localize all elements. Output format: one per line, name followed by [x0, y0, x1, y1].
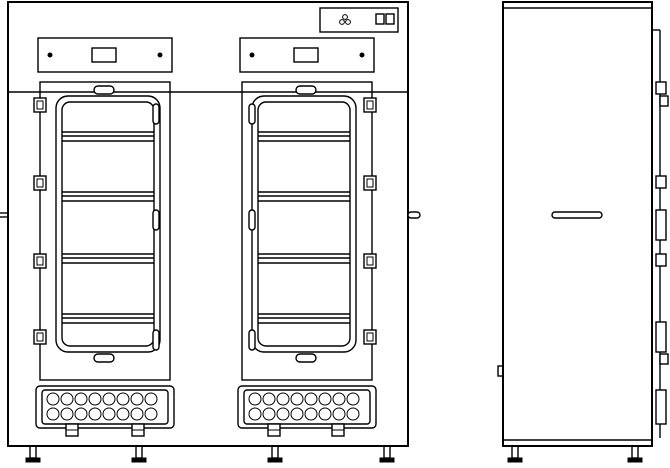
- left-door-latches: [152, 103, 160, 351]
- side-door-profile: [652, 29, 669, 438]
- left-door-frame: [39, 81, 171, 381]
- left-display-panel: [37, 37, 173, 73]
- left-door-hinges: [33, 97, 47, 345]
- left-door-window-inner: [61, 101, 155, 347]
- right-display-panel: [239, 37, 375, 73]
- front-view: [0, 1, 421, 463]
- control-panel-icon: [319, 7, 399, 33]
- left-door-window-outer: [55, 95, 161, 353]
- right-door-frame: [241, 81, 373, 381]
- left-vent-grille: [35, 385, 175, 437]
- front-feet: [25, 445, 395, 463]
- right-door-hinges: [363, 97, 377, 345]
- right-door-bottom-handle: [295, 353, 317, 363]
- right-door-window-inner: [257, 101, 351, 347]
- left-door-shelves: [62, 131, 154, 324]
- left-door: [33, 37, 175, 437]
- side-view: [497, 1, 669, 463]
- side-body: [502, 1, 653, 447]
- left-door-top-handle: [93, 85, 115, 95]
- right-door-top-handle: [295, 85, 317, 95]
- right-door: [237, 37, 377, 437]
- side-handle: [551, 211, 603, 219]
- hazard-icon: [339, 14, 351, 25]
- left-side-handle: [0, 212, 8, 218]
- right-side-handle: [407, 211, 421, 219]
- side-feet: [507, 445, 643, 463]
- switch-icon: [375, 13, 395, 25]
- side-left-tab: [497, 365, 504, 377]
- right-door-shelves: [258, 131, 350, 324]
- left-door-bottom-handle: [93, 353, 115, 363]
- right-vent-grille: [237, 385, 377, 437]
- right-door-latches: [248, 103, 256, 351]
